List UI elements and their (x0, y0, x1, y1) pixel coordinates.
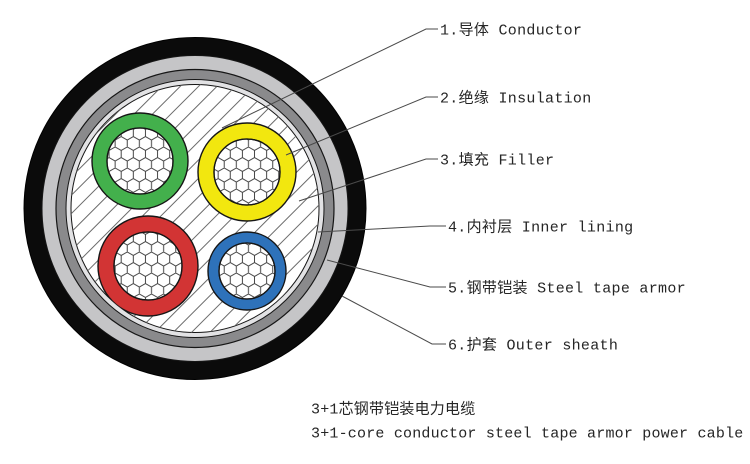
green-conductor-strands (106, 127, 174, 195)
core-blue (207, 231, 287, 311)
leader-line-inner-lining (317, 225, 446, 233)
leader-line-filler (298, 158, 438, 202)
leader-line-insulation (285, 96, 438, 156)
cable-layers (23, 37, 367, 380)
caption-english: 3+1-core conductor steel tape armor powe… (311, 425, 744, 443)
caption-chinese: 3+1芯钢带铠装电力电缆 (311, 401, 476, 419)
label-steel-tape-armor: 5.钢带铠装 Steel tape armor (448, 280, 686, 298)
leader-line-conductor (221, 28, 438, 129)
yellow-conductor-strands (213, 138, 281, 206)
red-conductor-strands (113, 231, 183, 301)
cores-group (91, 112, 297, 317)
label-filler: 3.填充 Filler (440, 152, 555, 170)
label-inner-lining: 4.内衬层 Inner lining (448, 219, 634, 237)
leader-line-steel-tape-armor (326, 259, 446, 288)
core-yellow (197, 122, 297, 222)
core-green (91, 112, 189, 210)
label-insulation: 2.绝缘 Insulation (440, 90, 592, 108)
leader-line-outer-sheath (341, 295, 446, 345)
core-red (97, 215, 199, 317)
label-outer-sheath: 6.护套 Outer sheath (448, 337, 619, 355)
blue-conductor-strands (218, 242, 276, 300)
leader-lines (221, 28, 446, 345)
label-conductor: 1.导体 Conductor (440, 22, 583, 40)
